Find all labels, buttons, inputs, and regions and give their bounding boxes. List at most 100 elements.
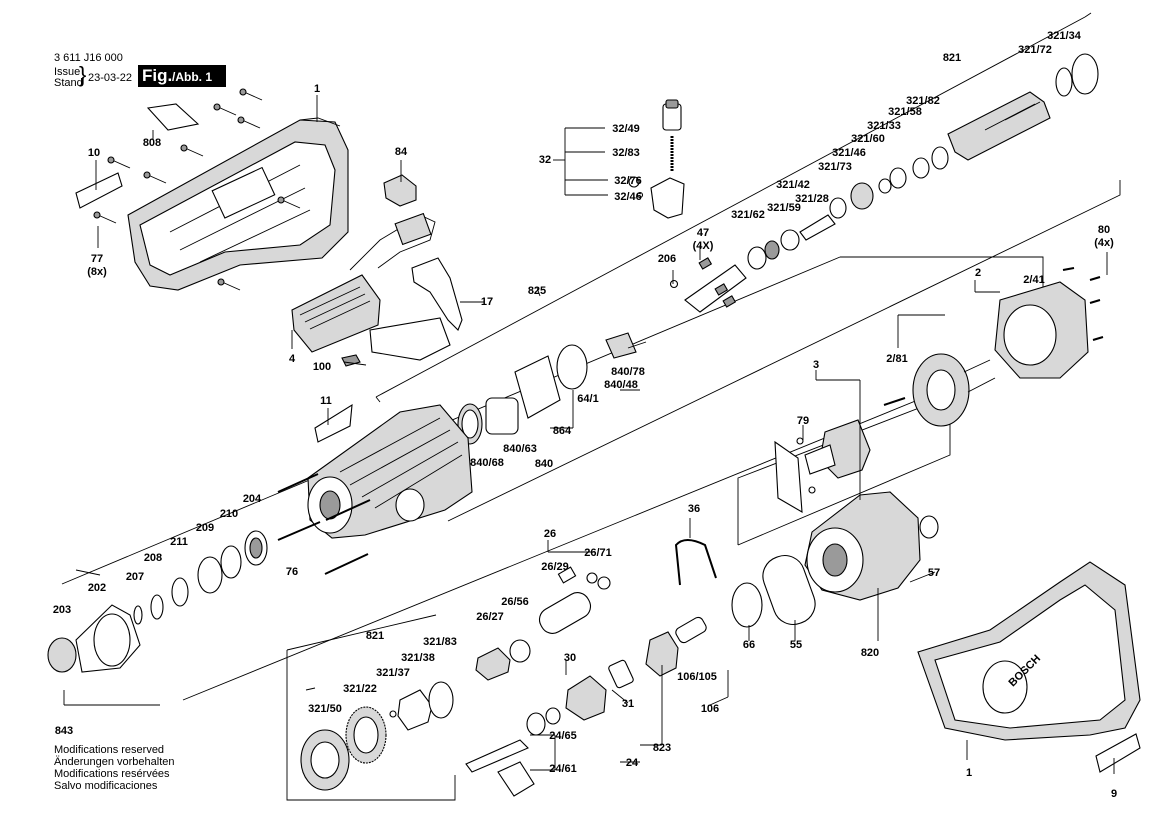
plate-11 bbox=[314, 403, 353, 443]
part-label: 321/42 bbox=[776, 179, 810, 191]
part-label: 321/73 bbox=[818, 161, 852, 173]
part-label: 321/62 bbox=[731, 209, 765, 221]
gear-shaft-parts bbox=[465, 616, 707, 797]
part-label: 32/46 bbox=[614, 191, 642, 203]
part-label: 864 bbox=[553, 425, 572, 437]
motor-section bbox=[774, 267, 1104, 514]
part-label: 1 bbox=[966, 767, 972, 779]
part-label: 840/48 bbox=[604, 379, 638, 391]
part-label: 840/63 bbox=[503, 443, 537, 455]
part-label: 321/83 bbox=[423, 636, 457, 648]
clip-100 bbox=[341, 354, 361, 367]
part-840-group bbox=[457, 332, 647, 445]
part-label: 843 bbox=[55, 725, 73, 737]
part-label: 208 bbox=[144, 552, 162, 564]
part-label: (8x) bbox=[87, 266, 107, 278]
footer-line-4: Salvo modificaciones bbox=[54, 780, 158, 792]
part-label: 80 bbox=[1098, 224, 1110, 236]
part-label: 17 bbox=[481, 296, 493, 308]
handle-part-17 bbox=[411, 257, 463, 331]
leader-lines bbox=[63, 95, 1115, 774]
part-label: 204 bbox=[243, 493, 262, 505]
part-label: 11 bbox=[320, 395, 332, 407]
part-label: 820 bbox=[861, 647, 879, 659]
plate-9 bbox=[1095, 733, 1141, 773]
part-label: 209 bbox=[196, 522, 214, 534]
plate-10 bbox=[75, 172, 123, 209]
footer-line-2: Änderungen vorbehalten bbox=[54, 756, 175, 768]
main-housing-part bbox=[127, 117, 349, 291]
part-label: 321/28 bbox=[795, 193, 829, 205]
screws-76 bbox=[277, 473, 371, 575]
part-label: 840/78 bbox=[611, 366, 645, 378]
part-label: 821 bbox=[943, 52, 961, 64]
part-label: 4 bbox=[289, 353, 296, 365]
gear-housing-part bbox=[307, 404, 473, 539]
stand-label: Stand bbox=[54, 77, 83, 89]
screws-77 bbox=[93, 88, 301, 291]
part-label: 66 bbox=[743, 639, 755, 651]
part-label: 76 bbox=[286, 566, 298, 578]
footer-line-1: Modifications reserved bbox=[54, 744, 165, 756]
part-label: 2 bbox=[975, 267, 981, 279]
part-label: 321/72 bbox=[1018, 44, 1052, 56]
part-label: 32 bbox=[539, 154, 551, 166]
part-label: 202 bbox=[88, 582, 106, 594]
part-label: 32/83 bbox=[612, 147, 640, 159]
part-label: 321/37 bbox=[376, 667, 410, 679]
part-label: (4x) bbox=[1094, 237, 1114, 249]
part-label: 206 bbox=[658, 253, 676, 265]
part-label: 31 bbox=[622, 698, 634, 710]
part-label: 106/105 bbox=[677, 671, 717, 683]
part-label: 24/61 bbox=[549, 763, 577, 775]
part-label: 26/56 bbox=[501, 596, 529, 608]
part-number-labels: 18081077(8x)844100173232/4932/8332/7632/… bbox=[53, 30, 1117, 800]
footer-line-3: Modifications resérvées bbox=[54, 768, 170, 780]
spring-clip-36 bbox=[674, 539, 717, 586]
part-label: 2/81 bbox=[886, 353, 907, 365]
part-label: 47 bbox=[697, 227, 709, 239]
part-label: 207 bbox=[126, 571, 144, 583]
gear-housing-57 bbox=[731, 491, 939, 628]
part-label: 825 bbox=[528, 285, 546, 297]
part-label: 26/71 bbox=[584, 547, 612, 559]
part-label: 10 bbox=[88, 147, 100, 159]
part-label: 30 bbox=[564, 652, 576, 664]
part-label: 64/1 bbox=[577, 393, 598, 405]
figure-label: Fig. bbox=[142, 66, 173, 85]
part-label: 57 bbox=[928, 567, 940, 579]
part-label: 823 bbox=[653, 742, 671, 754]
part-label: 24/65 bbox=[549, 730, 577, 742]
part-label: 84 bbox=[395, 146, 408, 158]
part-label: 321/58 bbox=[888, 106, 922, 118]
part-label: 1 bbox=[314, 83, 320, 95]
part-label: 9 bbox=[1111, 788, 1117, 800]
part-label: 26/29 bbox=[541, 561, 569, 573]
electronics-module-4 bbox=[291, 212, 451, 361]
part-label: 808 bbox=[143, 137, 161, 149]
document-number: 3 611 J16 000 bbox=[54, 52, 123, 64]
part-label: 26/27 bbox=[476, 611, 504, 623]
part-26-group bbox=[475, 566, 611, 681]
spindle-parts-47 bbox=[684, 257, 747, 313]
part-label: 321/34 bbox=[1047, 30, 1082, 42]
part-label: 55 bbox=[790, 639, 802, 651]
part-label: 26 bbox=[544, 528, 556, 540]
part-label: 79 bbox=[797, 415, 809, 427]
part-label: 100 bbox=[313, 361, 331, 373]
part-label: 321/50 bbox=[308, 703, 342, 715]
part-label: 321/59 bbox=[767, 202, 801, 214]
lower-housing-part: BOSCH bbox=[917, 561, 1141, 741]
part-label: 821 bbox=[366, 630, 384, 642]
figure-sublabel: /Abb. 1 bbox=[172, 70, 213, 84]
part-label: 211 bbox=[170, 536, 188, 548]
figure-label-box: Fig. /Abb. 1 bbox=[138, 65, 226, 87]
ring-chain-321 bbox=[747, 53, 1099, 270]
part-label: 32/49 bbox=[612, 123, 640, 135]
issue-date: 23-03-22 bbox=[88, 72, 133, 84]
part-label: 321/82 bbox=[906, 95, 940, 107]
part-label: 77 bbox=[91, 253, 103, 265]
part-label: 840/68 bbox=[470, 457, 504, 469]
